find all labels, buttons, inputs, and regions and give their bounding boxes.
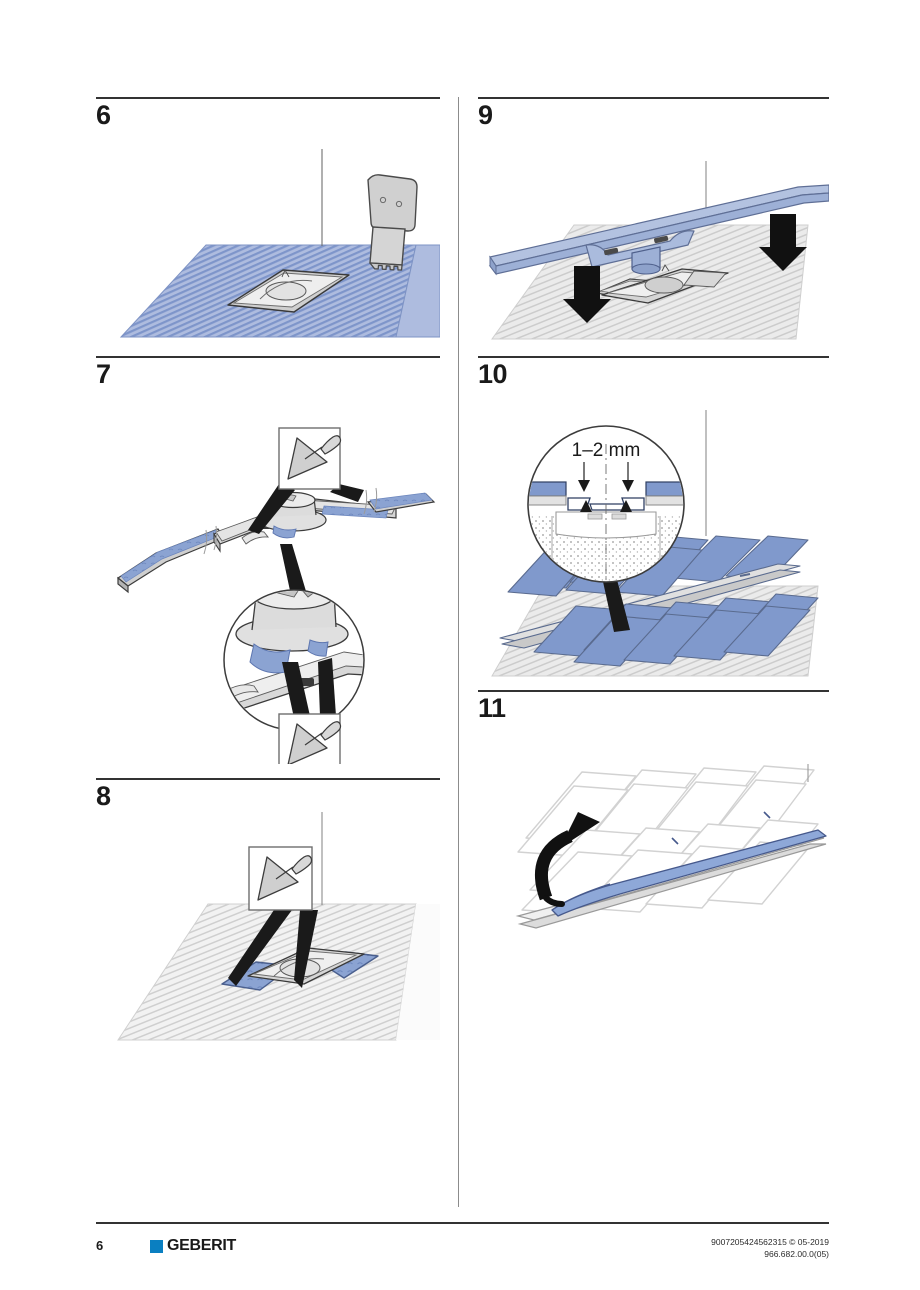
step-7-illustration — [96, 386, 440, 764]
gap-dimension-label: 1–2 mm — [572, 440, 641, 461]
step-panel-10: 10 — [478, 356, 829, 681]
step-8-illustration — [96, 808, 440, 1046]
step-panel-6: 6 — [96, 97, 440, 347]
lift-arrow — [534, 812, 600, 907]
geberit-logo-mark-icon — [150, 1239, 163, 1253]
step-panel-9: 9 — [478, 97, 829, 347]
panel-rule — [96, 97, 440, 99]
press-arrow-left — [563, 266, 611, 323]
step-6-illustration — [96, 127, 440, 342]
panel-rule — [478, 97, 829, 99]
detail-magnifier-gap: 1–2 mm — [527, 425, 685, 632]
step-number-7: 7 — [96, 359, 111, 389]
step-number-6: 6 — [96, 100, 111, 130]
press-arrow-right — [759, 214, 807, 271]
step-panel-7: 7 — [96, 356, 440, 766]
panel-rule — [96, 778, 440, 780]
panel-rule — [96, 356, 440, 358]
footer-code-line-1: 9007205424562315 © 05-2019 — [711, 1237, 829, 1247]
panel-rule — [478, 690, 829, 692]
step-number-8: 8 — [96, 781, 111, 811]
panel-rule — [478, 356, 829, 358]
footer-code-line-2: 966.682.00.0(05) — [764, 1249, 829, 1260]
footer-rule — [96, 1222, 829, 1224]
trowel-callout-bottom — [278, 658, 342, 764]
geberit-logo: GEBERIT — [150, 1238, 236, 1254]
footer-codes: 9007205424562315 © 05-2019 966.682.00.0(… — [711, 1236, 829, 1261]
detail-magnifier — [223, 544, 365, 731]
step-panel-8: 8 — [96, 778, 440, 1048]
step-10-illustration: 1–2 mm — [478, 386, 829, 679]
step-panel-11: 11 — [478, 690, 829, 940]
step-11-illustration — [478, 720, 829, 938]
step-9-illustration — [478, 127, 829, 343]
trowel-callout-top — [248, 427, 364, 534]
geberit-logo-text: GEBERIT — [167, 1237, 237, 1254]
step-number-10: 10 — [478, 359, 508, 389]
column-divider — [458, 97, 459, 1207]
page-number: 6 — [96, 1238, 104, 1253]
step-number-11: 11 — [478, 693, 506, 723]
trowel-callout — [228, 846, 318, 988]
step-number-9: 9 — [478, 100, 493, 130]
